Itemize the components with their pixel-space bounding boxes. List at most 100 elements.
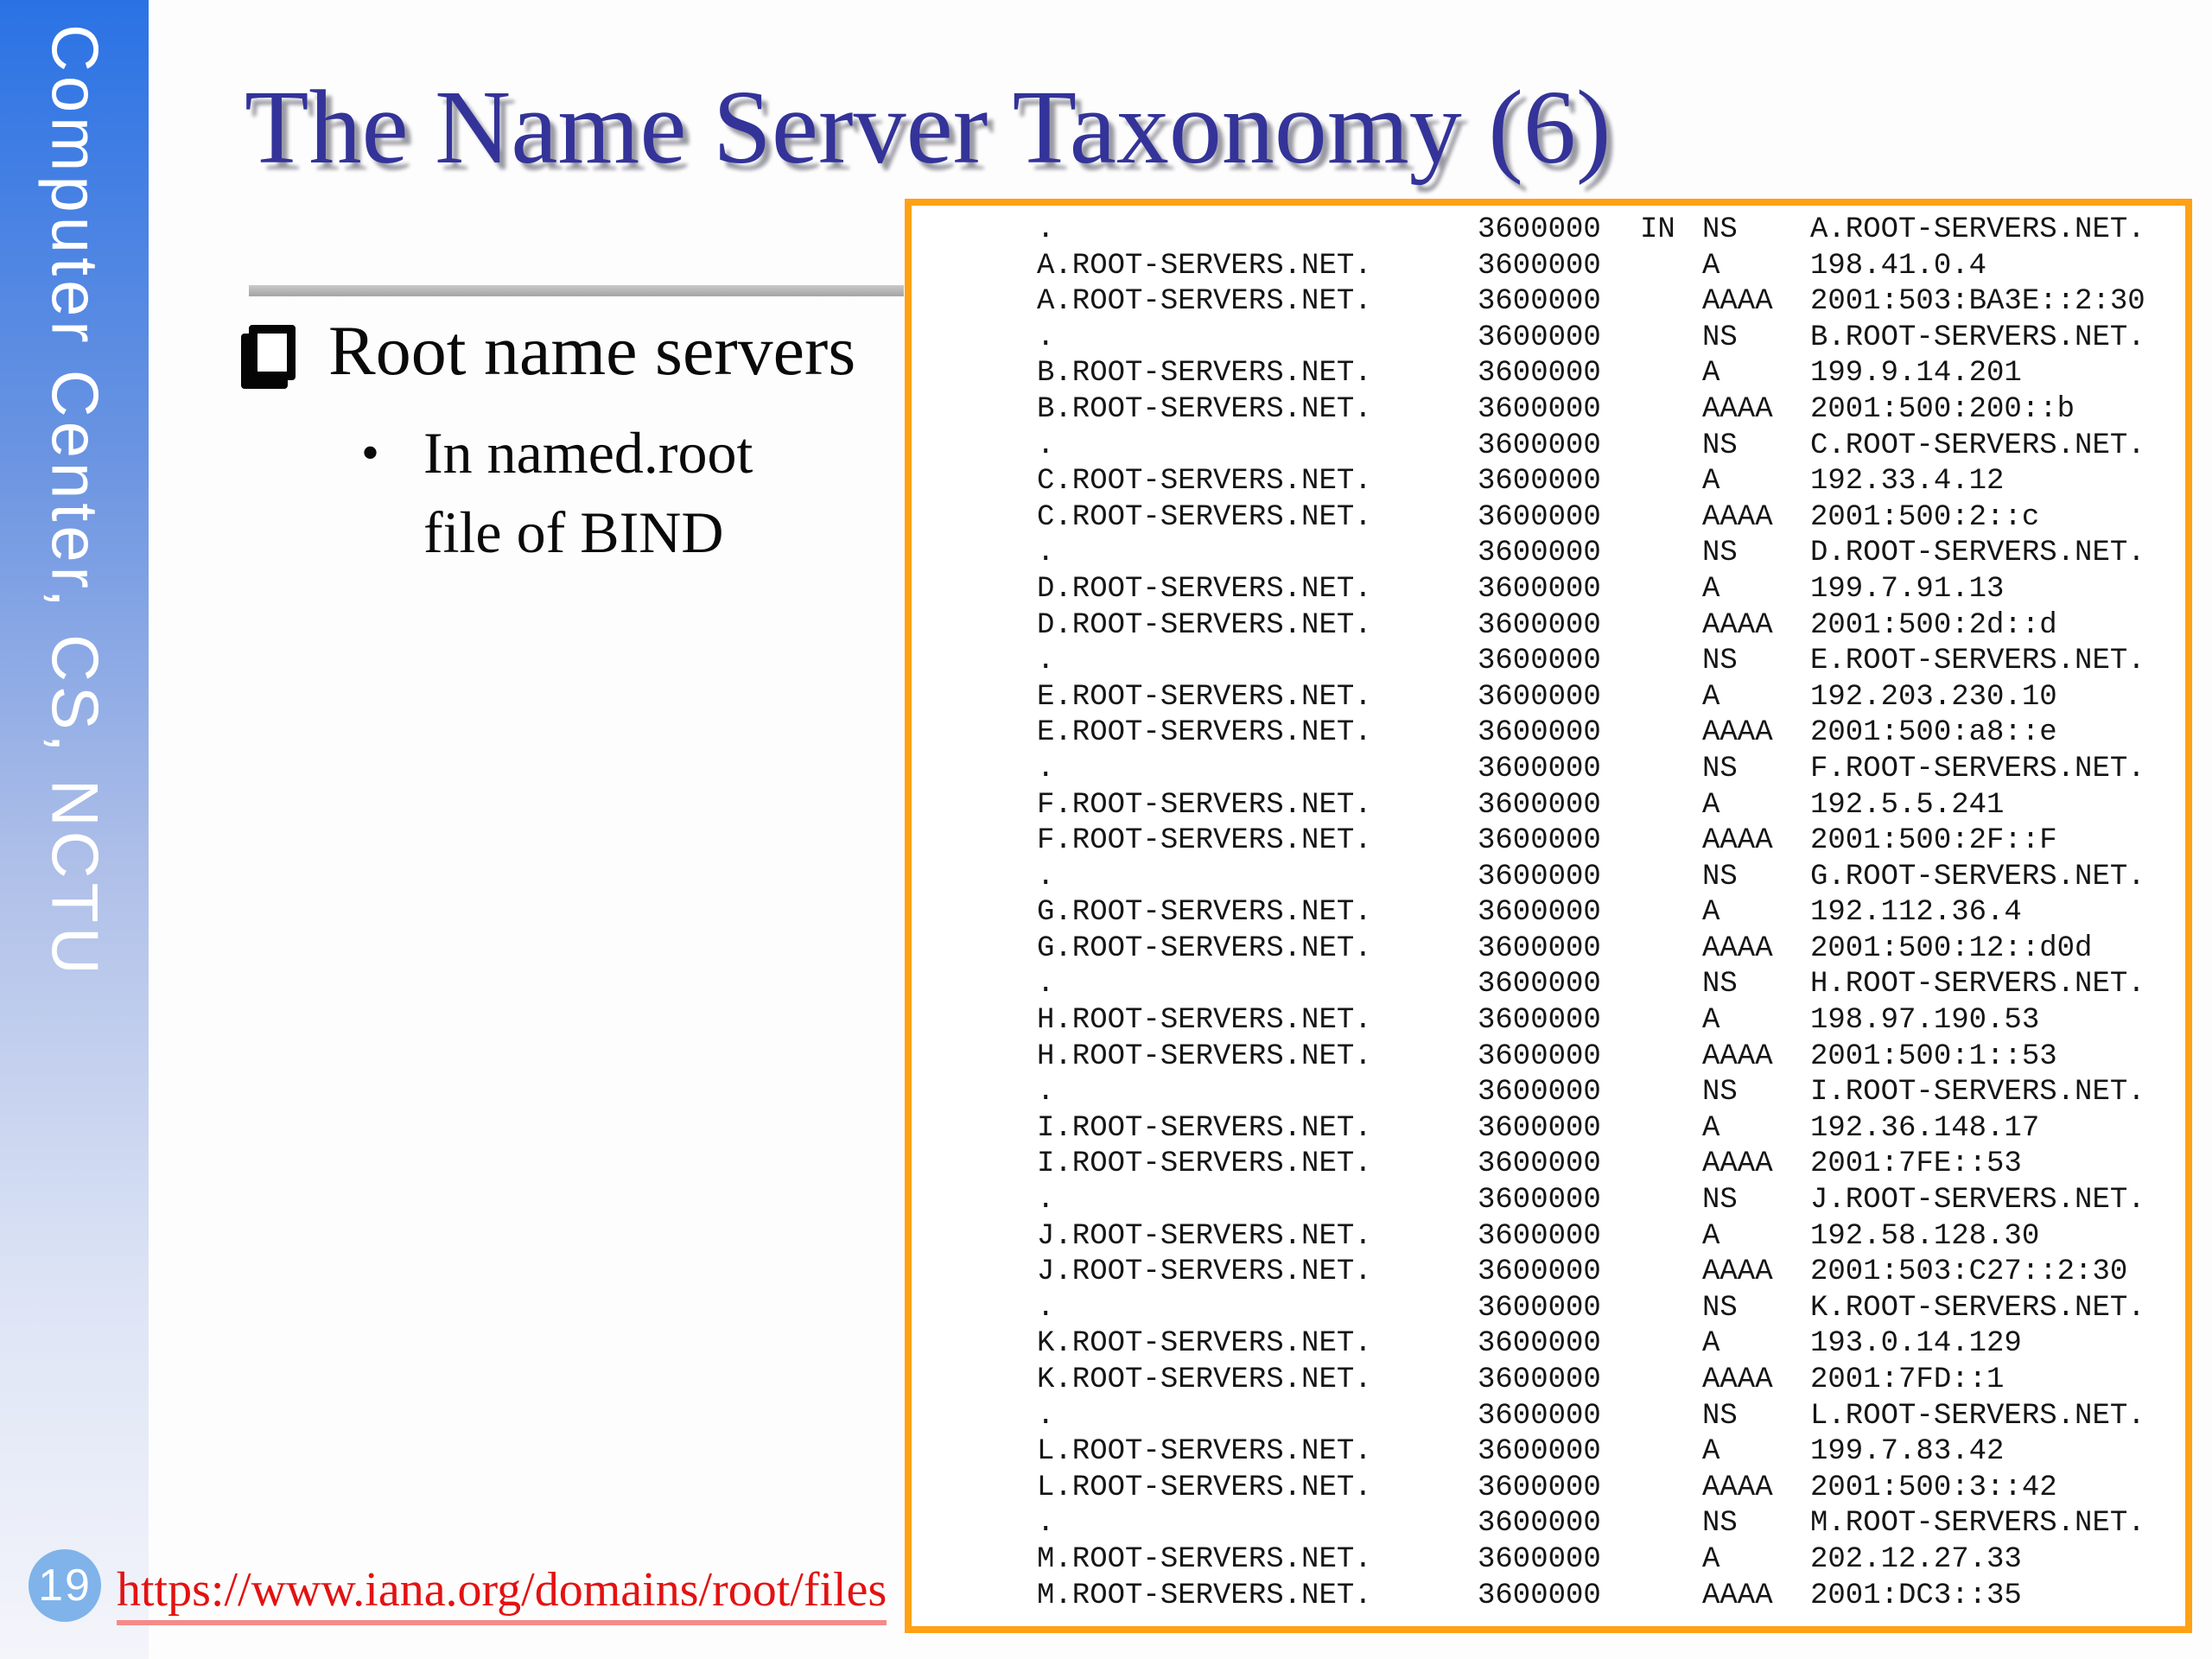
rr-type: NS	[1702, 968, 1738, 1001]
rr-ttl: 3600000	[1478, 465, 1601, 499]
rr-ttl: 3600000	[1478, 1399, 1601, 1433]
rr-value: 193.0.14.129	[1810, 1327, 2022, 1361]
rr-class	[1640, 1183, 1702, 1219]
rr-class	[1640, 608, 1702, 645]
rr-owner: J.ROOT-SERVERS.NET.	[1037, 1219, 1372, 1253]
sub-bullet-named-root: • In named.root file of BIND	[361, 413, 753, 572]
rr-ttl: 3600000	[1478, 788, 1601, 822]
rr-class	[1640, 680, 1702, 716]
rr-owner: F.ROOT-SERVERS.NET.	[1037, 788, 1372, 822]
rr-owner: .	[1037, 213, 1055, 246]
rr-value: 199.7.83.42	[1810, 1435, 2005, 1469]
rr-value: 2001:503:BA3E::2:30	[1810, 285, 2145, 319]
rr-class	[1640, 1471, 1702, 1507]
rr-type: A	[1702, 1435, 1720, 1469]
rr-type: A	[1702, 465, 1720, 499]
rr-class	[1640, 1111, 1702, 1147]
rr-owner: .	[1037, 860, 1055, 893]
rr-owner: J.ROOT-SERVERS.NET.	[1037, 1255, 1372, 1289]
rr-owner: K.ROOT-SERVERS.NET.	[1037, 1327, 1372, 1361]
rr-value: 199.9.14.201	[1810, 357, 2022, 391]
square-bullet-icon	[249, 325, 296, 380]
rr-ttl: 3600000	[1478, 249, 1601, 283]
rr-class	[1640, 895, 1702, 931]
rr-class	[1640, 356, 1702, 392]
rr-ttl: 3600000	[1478, 860, 1601, 893]
rr-type: AAAA	[1702, 1039, 1773, 1073]
rr-owner: A.ROOT-SERVERS.NET.	[1037, 285, 1372, 319]
rr-value: A.ROOT-SERVERS.NET.	[1810, 213, 2145, 246]
rr-owner: D.ROOT-SERVERS.NET.	[1037, 608, 1372, 642]
rr-owner: E.ROOT-SERVERS.NET.	[1037, 716, 1372, 750]
rr-type: A	[1702, 1219, 1720, 1253]
rr-value: L.ROOT-SERVERS.NET.	[1810, 1399, 2145, 1433]
rr-type: A	[1702, 896, 1720, 930]
rr-type: NS	[1702, 1184, 1738, 1217]
rr-class	[1640, 536, 1702, 572]
sidebar-vertical-label: Computer Center, CS, NCTU	[37, 24, 111, 979]
rr-value: C.ROOT-SERVERS.NET.	[1810, 429, 2145, 462]
rr-owner: H.ROOT-SERVERS.NET.	[1037, 1039, 1372, 1073]
dot-bullet-icon: •	[361, 424, 380, 481]
rr-class	[1640, 1039, 1702, 1076]
rr-owner: .	[1037, 752, 1055, 785]
rr-type: AAAA	[1702, 1579, 1773, 1612]
page-number-badge: 19	[29, 1549, 101, 1622]
rr-value: 192.58.128.30	[1810, 1219, 2040, 1253]
rr-type: A	[1702, 680, 1720, 714]
rr-type: NS	[1702, 537, 1738, 570]
rr-owner: .	[1037, 1291, 1055, 1325]
rr-ttl: 3600000	[1478, 645, 1601, 678]
rr-type: NS	[1702, 429, 1738, 462]
rr-owner: M.ROOT-SERVERS.NET.	[1037, 1579, 1372, 1612]
rr-value: J.ROOT-SERVERS.NET.	[1810, 1184, 2145, 1217]
rr-ttl: 3600000	[1478, 608, 1601, 642]
rr-class	[1640, 1434, 1702, 1471]
rr-value: 2001:500:2d::d	[1810, 608, 2057, 642]
rr-owner: .	[1037, 1184, 1055, 1217]
rr-class	[1640, 500, 1702, 537]
rr-owner: .	[1037, 1507, 1055, 1541]
rr-owner: D.ROOT-SERVERS.NET.	[1037, 572, 1372, 606]
rr-type: AAAA	[1702, 716, 1773, 750]
rr-class	[1640, 823, 1702, 860]
rr-type: A	[1702, 572, 1720, 606]
rr-owner: M.ROOT-SERVERS.NET.	[1037, 1542, 1372, 1576]
rr-type: NS	[1702, 1291, 1738, 1325]
rr-ttl: 3600000	[1478, 285, 1601, 319]
rr-class	[1640, 644, 1702, 680]
slide-title: The Name Server Taxonomy (6)	[245, 69, 1611, 186]
rr-ttl: 3600000	[1478, 1255, 1601, 1289]
sub-bullet-line-2: file of BIND	[423, 499, 724, 565]
rr-type: AAAA	[1702, 392, 1773, 426]
rr-type: A	[1702, 1542, 1720, 1576]
page-number: 19	[38, 1560, 92, 1611]
iana-root-files-link[interactable]: https://www.iana.org/domains/root/files	[117, 1562, 887, 1625]
rr-type: NS	[1702, 321, 1738, 354]
rr-owner: B.ROOT-SERVERS.NET.	[1037, 392, 1372, 426]
rr-type: A	[1702, 357, 1720, 391]
rr-class	[1640, 1075, 1702, 1111]
rr-class	[1640, 1399, 1702, 1435]
rr-class	[1640, 1219, 1702, 1255]
rr-type: A	[1702, 249, 1720, 283]
rr-value: 198.97.190.53	[1810, 1004, 2040, 1038]
rr-value: 192.36.148.17	[1810, 1111, 2040, 1145]
rr-type: AAAA	[1702, 1471, 1773, 1504]
sub-bullet-label: In named.root file of BIND	[423, 413, 753, 572]
rr-ttl: 3600000	[1478, 896, 1601, 930]
rr-class	[1640, 1579, 1702, 1615]
